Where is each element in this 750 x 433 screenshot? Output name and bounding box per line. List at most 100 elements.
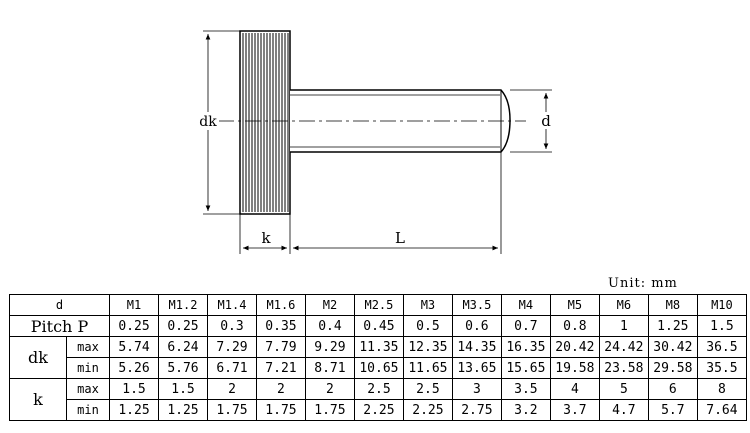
size-cell: M1.6 [255, 294, 306, 316]
dk-dimension: dk [197, 30, 240, 215]
k-max-cell: 2.5 [353, 378, 404, 400]
pitch-cell: 0.25 [109, 315, 159, 337]
dk-max-cell: 30.42 [647, 336, 698, 358]
k-min-cell: 1.75 [206, 399, 257, 421]
dk-min-cell: 29.58 [647, 357, 698, 379]
pitch-cell: 0.7 [500, 315, 551, 337]
size-cell: M5 [549, 294, 600, 316]
dk-max-cell: 14.35 [451, 336, 502, 358]
dk-max-cell: 20.42 [549, 336, 600, 358]
size-cell: M1 [109, 294, 159, 316]
dk-min-cell: 23.58 [598, 357, 649, 379]
k-max-cell: 6 [647, 378, 698, 400]
k-dimension: k [239, 152, 291, 254]
dk-min-cell: 35.5 [696, 357, 748, 379]
k-min-cell: 2.25 [402, 399, 453, 421]
k-max-cell: 3 [451, 378, 502, 400]
pitch-cell: 0.4 [304, 315, 355, 337]
unit-label: Unit: mm [608, 276, 678, 291]
dk-min-cell: 6.71 [206, 357, 257, 379]
pitch-cell: 0.5 [402, 315, 453, 337]
dk-max-cell: 7.29 [206, 336, 257, 358]
size-cell: M10 [696, 294, 748, 316]
k-min-cell: 5.7 [647, 399, 698, 421]
k-min-cell: 7.64 [696, 399, 748, 421]
pitch-header: Pitch P [8, 315, 111, 337]
size-cell: M2 [304, 294, 355, 316]
k-min-cell: 4.7 [598, 399, 649, 421]
min-label: min [65, 357, 111, 379]
dk-min-cell: 8.71 [304, 357, 355, 379]
size-cell: M4 [500, 294, 551, 316]
dk-max-cell: 6.24 [158, 336, 208, 358]
size-cell: M1.4 [206, 294, 257, 316]
k-min-cell: 1.75 [255, 399, 306, 421]
k-max-cell: 1.5 [158, 378, 208, 400]
dk-min-cell: 11.65 [402, 357, 453, 379]
size-cell: M6 [598, 294, 649, 316]
k-max-cell: 2 [206, 378, 257, 400]
dk-label: dk [199, 114, 217, 130]
k-max-cell: 1.5 [109, 378, 159, 400]
dk-min-cell: 10.65 [353, 357, 404, 379]
k-label: k [261, 229, 271, 247]
knurled-head [239, 30, 291, 215]
k-header: k [9, 378, 67, 421]
k-min-cell: 2.25 [353, 399, 404, 421]
pitch-cell: 0.8 [549, 315, 600, 337]
pitch-cell: 0.35 [255, 315, 306, 337]
size-cell: M8 [647, 294, 698, 316]
size-cell: M3 [402, 294, 453, 316]
pitch-cell: 1.5 [696, 315, 748, 337]
dk-min-cell: 13.65 [451, 357, 502, 379]
dk-max-cell: 16.35 [500, 336, 551, 358]
dk-max-cell: 11.35 [353, 336, 404, 358]
pitch-cell: 0.3 [206, 315, 257, 337]
k-max-cell: 2 [304, 378, 355, 400]
l-dimension: L [293, 152, 502, 254]
k-min-cell: 1.25 [158, 399, 208, 421]
pitch-cell: 0.25 [158, 315, 208, 337]
k-max-cell: 2 [255, 378, 306, 400]
pitch-cell: 1 [598, 315, 649, 337]
k-min-cell: 1.25 [109, 399, 159, 421]
k-min-cell: 3.7 [549, 399, 600, 421]
dk-header: dk [9, 336, 67, 379]
dk-min-cell: 15.65 [500, 357, 551, 379]
max-label: max [65, 336, 111, 358]
k-max-cell: 3.5 [500, 378, 551, 400]
pitch-cell: 1.25 [647, 315, 698, 337]
dk-min-cell: 5.26 [109, 357, 159, 379]
size-cell: M1.2 [158, 294, 208, 316]
dk-max-cell: 7.79 [255, 336, 306, 358]
dk-min-cell: 7.21 [255, 357, 306, 379]
dk-max-cell: 9.29 [304, 336, 355, 358]
k-min-cell: 3.2 [500, 399, 551, 421]
size-cell: M3.5 [451, 294, 502, 316]
max-label: max [65, 378, 111, 400]
dk-min-cell: 19.58 [549, 357, 600, 379]
min-label: min [65, 399, 111, 421]
pitch-cell: 0.6 [451, 315, 502, 337]
k-max-cell: 5 [598, 378, 649, 400]
l-label: L [395, 229, 405, 247]
k-max-cell: 4 [549, 378, 600, 400]
d-header: d [8, 294, 111, 316]
dk-max-cell: 5.74 [109, 336, 159, 358]
d-label: d [541, 112, 551, 130]
k-max-cell: 2.5 [402, 378, 453, 400]
screw-drawing: dk d k L [197, 30, 552, 254]
dk-max-cell: 24.42 [598, 336, 649, 358]
k-min-cell: 2.75 [451, 399, 502, 421]
dk-min-cell: 5.76 [158, 357, 208, 379]
pitch-cell: 0.45 [353, 315, 404, 337]
k-max-cell: 8 [696, 378, 748, 400]
k-min-cell: 1.75 [304, 399, 355, 421]
